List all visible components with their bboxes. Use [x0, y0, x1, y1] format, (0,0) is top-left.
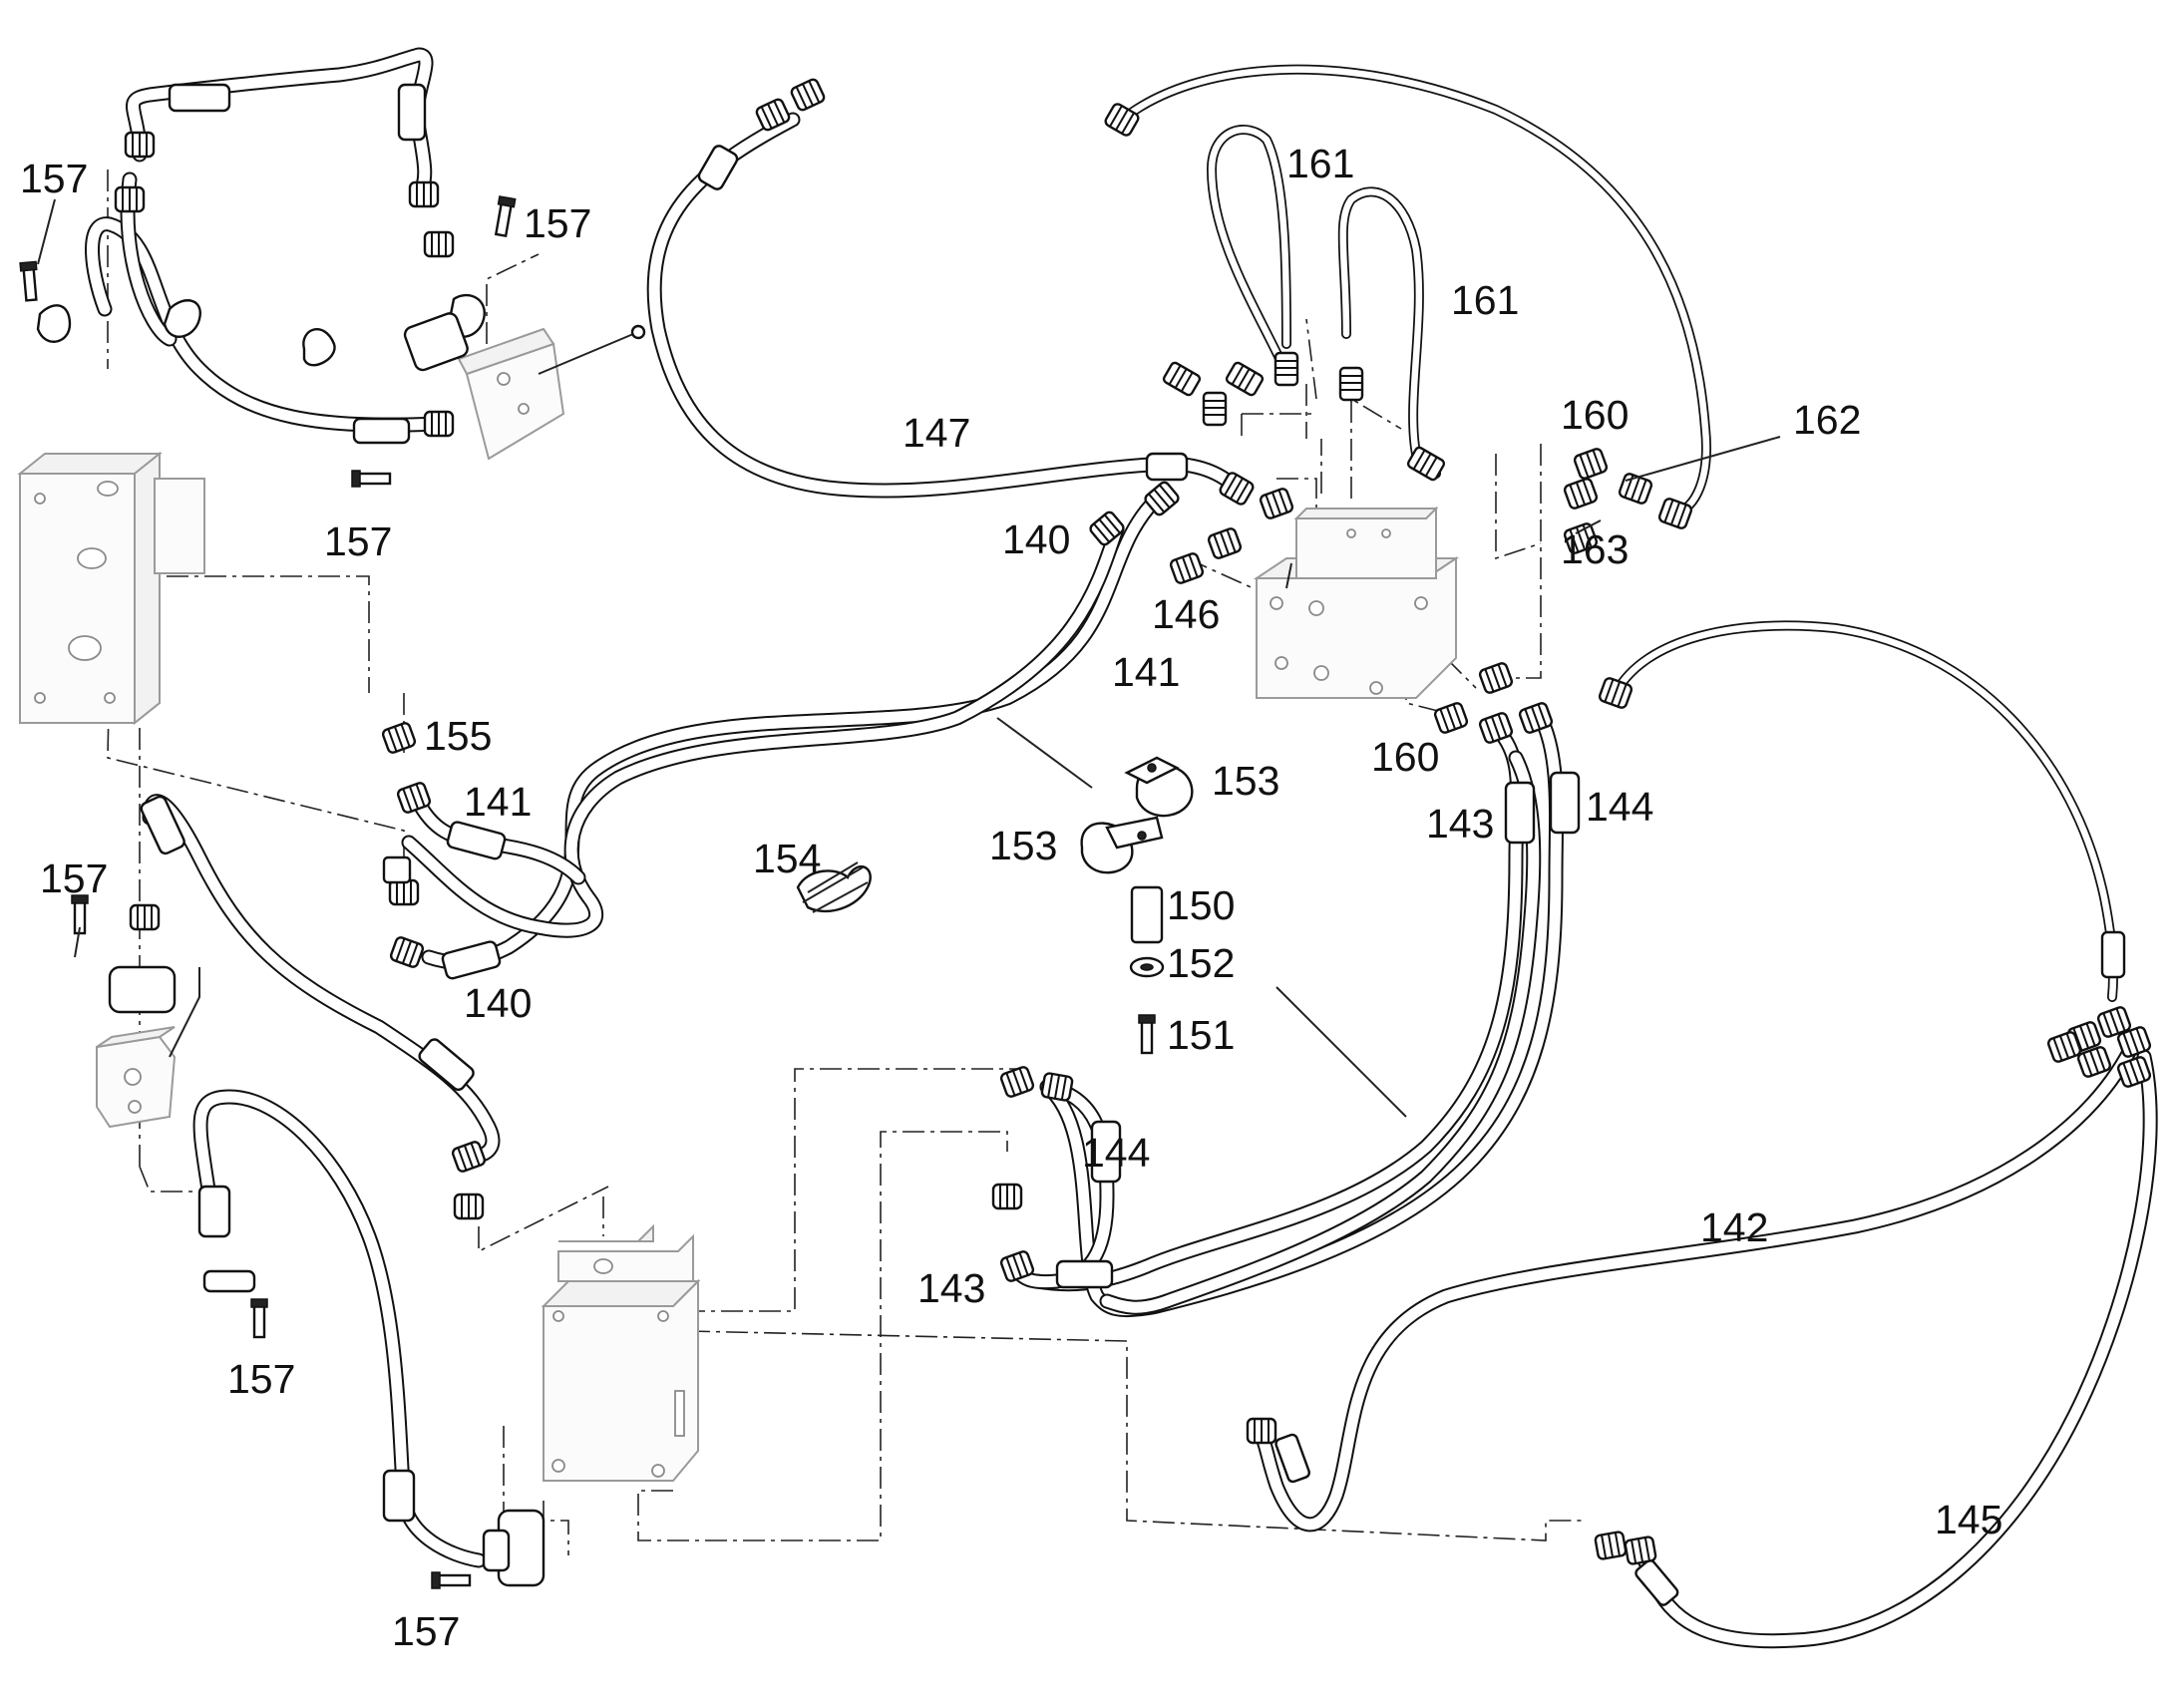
- assembly-centerlines: [107, 170, 1586, 1555]
- part-label-140: 140: [1002, 516, 1070, 562]
- part-label-151: 151: [1167, 1012, 1235, 1058]
- part-label-160: 160: [1561, 392, 1629, 438]
- valve-block-lower-right: [541, 1223, 701, 1482]
- valve-block-upper-left: [17, 451, 205, 726]
- part-label-157: 157: [20, 156, 88, 201]
- clamps-and-spring: [36, 293, 1194, 1587]
- part-label-147: 147: [903, 410, 970, 456]
- part-label-140: 140: [464, 980, 532, 1026]
- part-label-162: 162: [1793, 397, 1861, 443]
- part-label-143: 143: [917, 1265, 985, 1311]
- part-label-141: 141: [464, 779, 532, 825]
- part-label-161: 161: [1451, 277, 1519, 323]
- part-label-157: 157: [227, 1356, 295, 1402]
- hose-sleeves: [140, 83, 2126, 1606]
- part-label-160: 160: [1371, 734, 1439, 780]
- part-label-143: 143: [1426, 801, 1494, 847]
- valve-block-small-bottom: [96, 967, 200, 1129]
- part-label-144: 144: [1082, 1130, 1150, 1176]
- part-label-154: 154: [753, 836, 821, 881]
- part-label-150: 150: [1167, 882, 1235, 928]
- part-label-153: 153: [989, 823, 1057, 868]
- part-label-144: 144: [1586, 784, 1653, 830]
- part-label-142: 142: [1700, 1204, 1768, 1250]
- part-label-155: 155: [424, 713, 492, 759]
- valve-block-small-top: [457, 324, 646, 461]
- part-label-152: 152: [1167, 940, 1235, 986]
- leader-lines: [37, 198, 1781, 1118]
- part-label-157: 157: [392, 1608, 460, 1654]
- part-label-161: 161: [1286, 141, 1354, 186]
- part-label-146: 146: [1152, 591, 1220, 637]
- part-label-157: 157: [524, 200, 591, 246]
- part-label-145: 145: [1935, 1497, 2002, 1542]
- part-label-141: 141: [1112, 649, 1180, 695]
- part-label-153: 153: [1212, 758, 1279, 804]
- part-label-157: 157: [40, 855, 108, 901]
- valve-block-upper-right: [1253, 506, 1460, 699]
- part-label-157: 157: [324, 518, 392, 564]
- part-label-163: 163: [1561, 526, 1629, 572]
- part-labels: 157 157 157 157 157 157 161 161 147 160 …: [20, 141, 2002, 1654]
